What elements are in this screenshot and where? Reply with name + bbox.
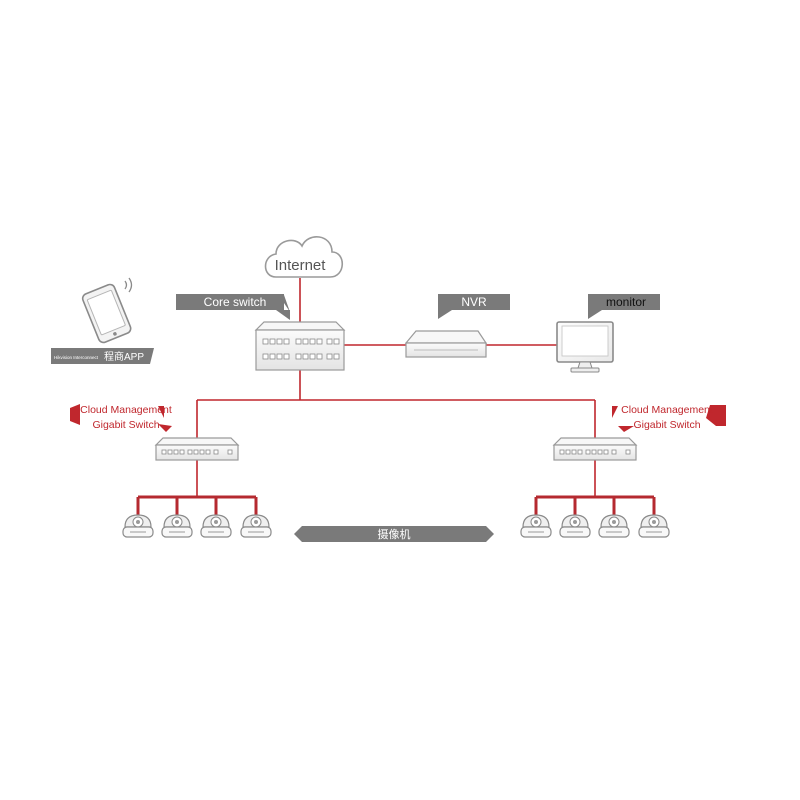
right-switch-label-line1: Cloud Management xyxy=(621,404,713,416)
dome-camera-icon xyxy=(200,514,232,538)
core-switch-device xyxy=(254,321,346,371)
dome-camera-icon xyxy=(598,514,630,538)
wifi-signal-icon xyxy=(124,277,133,293)
dome-camera-icon xyxy=(638,514,670,538)
right-switch-label-line2: Gigabit Switch xyxy=(633,419,700,431)
connection-lines xyxy=(196,278,596,497)
cloud-icon xyxy=(264,236,344,278)
cameras-arrow: 摄像机 xyxy=(294,526,494,542)
nvr-device xyxy=(404,330,488,358)
dome-camera-icon xyxy=(520,514,552,538)
internet-cloud: Internet xyxy=(264,236,344,278)
dome-camera-icon xyxy=(122,514,154,538)
nvr-label: NVR xyxy=(461,295,487,309)
right-switch-device xyxy=(552,437,638,461)
core-switch-ports xyxy=(262,338,340,360)
smartphone xyxy=(81,277,133,344)
smartphone-icon xyxy=(81,283,132,344)
app-name-label: 程商APP xyxy=(104,350,144,363)
nvr-tag: NVR xyxy=(438,294,510,319)
core-switch-label: Core switch xyxy=(204,295,267,309)
core-switch-tag: Core switch xyxy=(176,294,290,320)
cloud-label: Internet xyxy=(275,257,327,274)
left-switch-device xyxy=(154,437,240,461)
left-switch-label-line2: Gigabit Switch xyxy=(92,419,159,431)
right-camera-group xyxy=(520,514,670,538)
monitor-tag: monitor xyxy=(588,294,660,319)
app-tag: Hikvision Interconnect 程商APP xyxy=(51,348,154,364)
cameras-label: 摄像机 xyxy=(378,527,411,541)
app-brand-label: Hikvision Interconnect xyxy=(54,355,99,360)
right-switch-tag: Cloud Management Gigabit Switch xyxy=(612,404,726,432)
dome-camera-icon xyxy=(161,514,193,538)
dome-camera-icon xyxy=(559,514,591,538)
left-switch-tag: Cloud Management Gigabit Switch xyxy=(70,404,172,432)
monitor-label: monitor xyxy=(606,295,646,309)
left-switch-label-line1: Cloud Management xyxy=(80,404,172,416)
monitor-device xyxy=(556,321,614,373)
dome-camera-icon xyxy=(240,514,272,538)
left-camera-group xyxy=(122,514,272,538)
